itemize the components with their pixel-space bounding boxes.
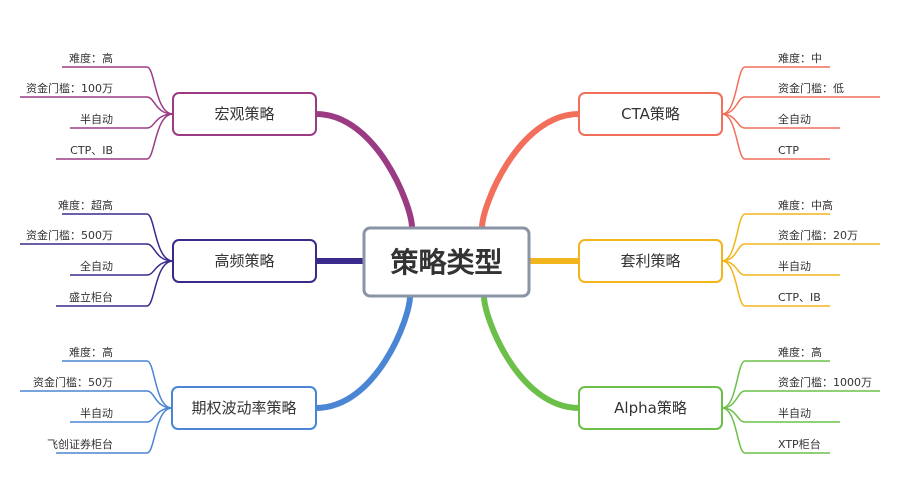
leaf-connector <box>146 243 174 262</box>
root-connector <box>479 111 582 231</box>
leaf-connector <box>721 260 746 307</box>
leaf-label: 难度：高 <box>69 51 113 65</box>
leaf-label: 难度：高 <box>69 345 113 359</box>
root-node[interactable]: 策略类型 <box>362 226 531 298</box>
branch-box <box>578 239 723 283</box>
branch-label: 高频策略 <box>214 252 274 270</box>
leaf-label: 飞创证券柜台 <box>47 437 113 451</box>
leaf-connector <box>721 113 746 160</box>
leaf-label: CTP、IB <box>70 144 113 157</box>
leaf-label: 难度：高 <box>778 345 822 359</box>
branch-box <box>171 386 317 430</box>
leaf-label: 全自动 <box>80 259 113 273</box>
leaf-label: 全自动 <box>778 112 811 126</box>
leaf-label: 半自动 <box>80 112 113 126</box>
leaf-label: 资金门槛：50万 <box>33 375 113 389</box>
branch-node[interactable]: 宏观策略 <box>172 92 317 136</box>
branch-node[interactable]: 套利策略 <box>578 239 723 283</box>
leaf-label: 资金门槛：20万 <box>778 228 858 242</box>
nodes-layer: 宏观策略难度：高资金门槛：100万半自动CTP、IB高频策略难度：超高资金门槛：… <box>26 51 872 451</box>
leaf-label: 资金门槛：低 <box>778 81 844 95</box>
root-connector <box>481 293 582 411</box>
leaf-connector <box>721 213 746 262</box>
leaf-label: CTP、IB <box>778 291 821 304</box>
branch-node[interactable]: CTA策略 <box>578 92 723 136</box>
leaf-connector <box>146 407 173 454</box>
leaf-label: CTP <box>778 144 799 157</box>
leaf-label: 资金门槛：500万 <box>26 228 113 242</box>
leaf-label: 难度：中 <box>778 51 822 65</box>
branch-box <box>578 386 723 430</box>
leaf-label: 资金门槛：100万 <box>26 81 113 95</box>
root-box <box>362 226 531 298</box>
leaf-connector <box>146 360 173 409</box>
leaf-connector <box>721 407 746 454</box>
branch-node[interactable]: 期权波动率策略 <box>171 386 317 430</box>
root-connector <box>313 293 413 411</box>
leaf-label: 半自动 <box>778 259 811 273</box>
connectors-layer <box>20 66 880 454</box>
leaf-connector <box>146 66 174 115</box>
leaf-connector <box>146 213 174 262</box>
branch-box <box>172 92 317 136</box>
leaf-label: 半自动 <box>778 406 811 420</box>
branch-node[interactable]: 高频策略 <box>172 239 317 283</box>
branch-node[interactable]: Alpha策略 <box>578 386 723 430</box>
branch-label: 期权波动率策略 <box>191 399 296 417</box>
root-label: 策略类型 <box>390 246 502 279</box>
leaf-label: 难度：超高 <box>58 198 113 212</box>
leaf-connector <box>146 96 174 115</box>
branch-box <box>578 92 723 136</box>
branch-label: Alpha策略 <box>614 399 687 417</box>
leaf-connector <box>721 360 746 409</box>
leaf-label: 半自动 <box>80 406 113 420</box>
leaf-label: 难度：中高 <box>778 198 833 212</box>
branch-label: CTA策略 <box>621 105 680 123</box>
leaf-label: 资金门槛：1000万 <box>778 375 872 389</box>
branch-label: 宏观策略 <box>214 105 274 123</box>
branch-box <box>172 239 317 283</box>
leaf-label: 盛立柜台 <box>69 290 113 304</box>
leaf-connector <box>146 260 174 307</box>
root-connector <box>313 111 415 231</box>
leaf-label: XTP柜台 <box>778 437 821 451</box>
leaf-connector <box>721 66 746 115</box>
branch-label: 套利策略 <box>620 252 680 270</box>
leaf-connector <box>146 113 174 160</box>
